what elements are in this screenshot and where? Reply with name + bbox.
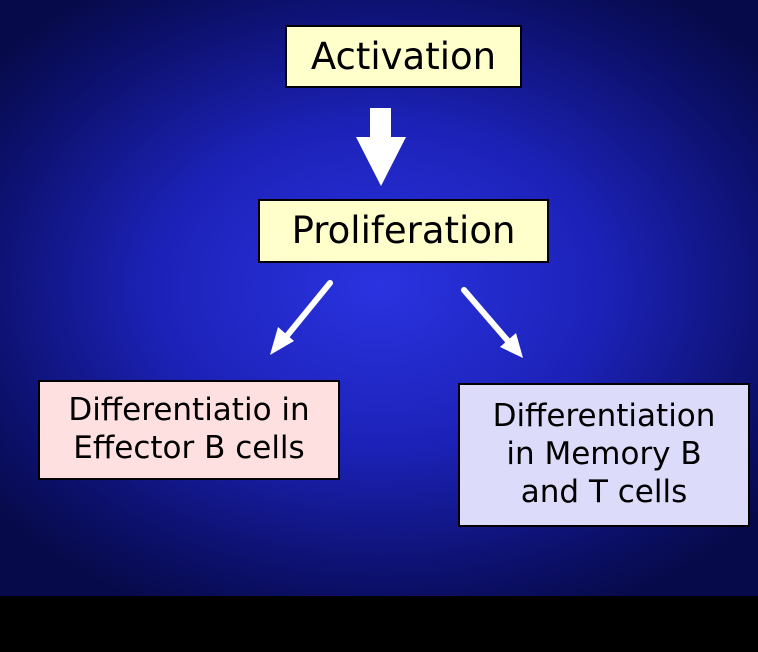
activation-box: Activation <box>285 25 522 88</box>
arrow-proliferation-to-effector <box>270 280 333 355</box>
arrow-activation-to-proliferation <box>356 108 406 186</box>
proliferation-box: Proliferation <box>258 199 549 263</box>
memory-differentiation-box: Differentiation in Memory B and T cells <box>458 383 750 527</box>
bottom-black-bar <box>0 596 758 652</box>
slide-canvas: Activation Proliferation Differentiatio … <box>0 0 758 596</box>
memory-label-line-3: and T cells <box>520 473 688 510</box>
effector-label-line-1: Differentiatio in <box>68 392 310 429</box>
arrow-proliferation-to-memory <box>461 287 523 358</box>
effector-differentiation-box: Differentiatio in Effector B cells <box>38 380 340 480</box>
arrows-layer <box>270 108 523 358</box>
memory-label-line-1: Differentiation <box>492 398 716 435</box>
effector-label-line-2: Effector B cells <box>73 430 305 466</box>
proliferation-label: Proliferation <box>291 209 516 253</box>
memory-label-line-2: in Memory B <box>506 436 702 473</box>
activation-label: Activation <box>310 34 497 78</box>
